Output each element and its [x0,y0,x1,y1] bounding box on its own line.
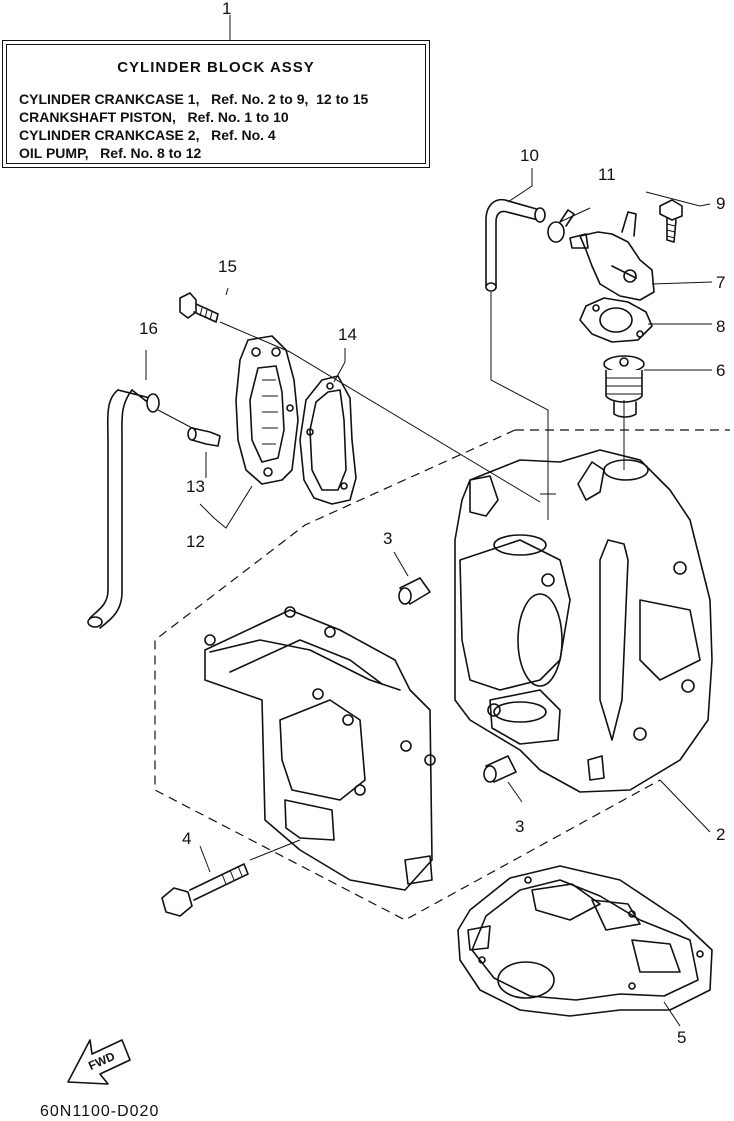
callout-14: 14 [338,325,357,344]
thermostat-6 [603,355,645,418]
bolt-9 [659,199,683,243]
cover-12 [235,335,299,485]
gasket-5 [457,865,713,1017]
callout-9: 9 [716,194,726,213]
fwd-arrow-icon [67,1039,131,1085]
callout-8: 8 [716,317,726,336]
callout-1: 1 [222,0,232,18]
callout-5: 5 [677,1028,687,1047]
bolt-4 [161,863,249,917]
hose-10 [485,198,546,292]
assembly-line-2: CRANKSHAFT PISTON, Ref. No. 1 to 10 [19,109,289,125]
callout-7: 7 [716,273,726,292]
callout-16: 16 [139,319,158,338]
assembly-title: CYLINDER BLOCK ASSY [117,59,315,76]
hose-16 [87,389,160,629]
dowel-pin-3-upper [398,577,431,605]
callout-15: 15 [218,257,237,276]
assembly-line-4: OIL PUMP, Ref. No. 8 to 12 [19,145,202,161]
callout-2: 2 [716,825,726,844]
clip-11 [547,209,575,243]
callout-13: 13 [186,477,205,496]
callout-4: 4 [182,829,192,848]
callout-11: 11 [598,165,616,184]
assembly-info-box-inner: CYLINDER BLOCK ASSY CYLINDER CRANKCASE 1… [6,44,426,164]
gasket-8 [579,297,653,343]
nipple-13 [187,427,221,447]
cylinder-block-2 [454,449,713,793]
diagram-code: 60N1100-D020 [40,1103,160,1120]
callout-3-lower: 3 [515,817,525,836]
callout-6: 6 [716,361,726,380]
pump-7 [569,211,655,301]
gasket-14 [299,375,357,505]
callout-12: 12 [186,532,205,551]
callout-10: 10 [520,146,539,165]
assembly-line-1: CYLINDER CRANKCASE 1, Ref. No. 2 to 9, 1… [19,91,369,107]
dowel-pin-3-lower [483,755,517,783]
assembly-info-box: CYLINDER BLOCK ASSY CYLINDER CRANKCASE 1… [2,40,430,168]
bolt-15 [179,292,219,323]
assembly-line-3: CYLINDER CRANKCASE 2, Ref. No. 4 [19,127,276,143]
crankcase-cover [204,606,436,891]
callout-3-upper: 3 [383,529,393,548]
leader-lines [145,168,713,1027]
